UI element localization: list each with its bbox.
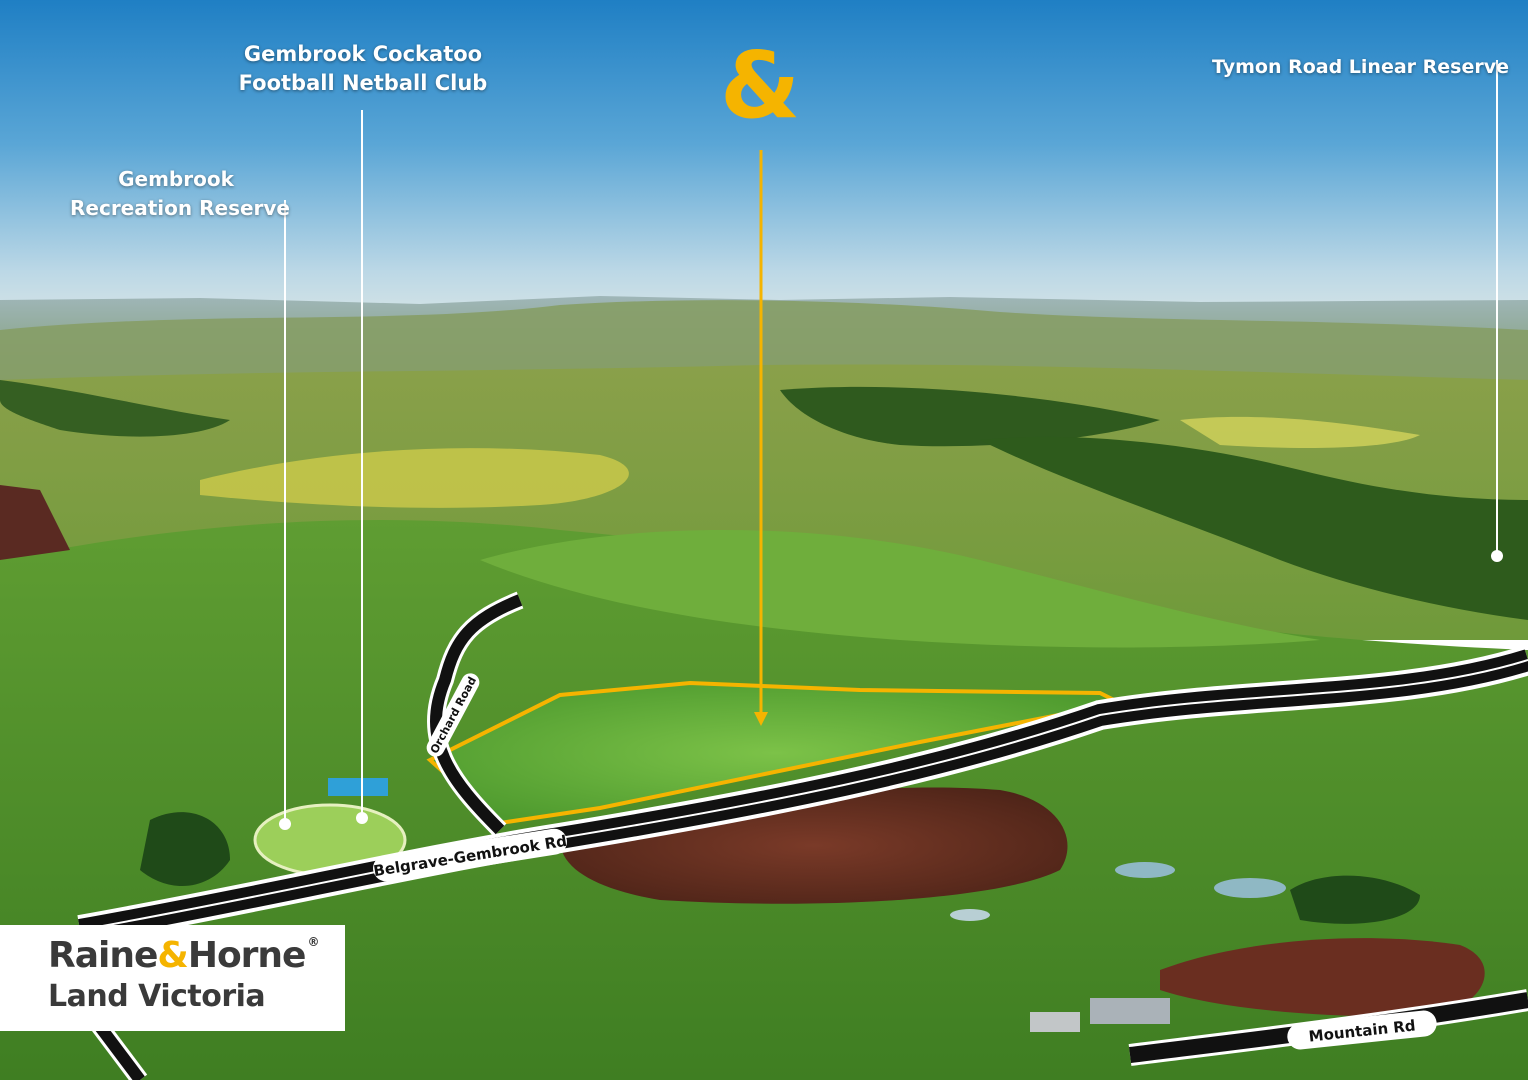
building xyxy=(1030,1012,1080,1032)
brand-name: Raine&Horne® xyxy=(48,935,319,976)
ampersand-logo-mark: & xyxy=(720,32,801,139)
label-club-line2: Football Netball Club xyxy=(238,71,488,95)
brand-subtitle: Land Victoria xyxy=(48,979,266,1014)
tree-cluster xyxy=(140,812,230,887)
brand-reg-mark: ® xyxy=(307,935,319,949)
label-club-line1: Gembrook Cockatoo xyxy=(243,42,483,66)
property-parcel xyxy=(426,680,1127,826)
sunlit-field xyxy=(1180,416,1420,448)
leader-arrow-property xyxy=(754,712,768,726)
pond xyxy=(1115,862,1175,878)
tree-band xyxy=(0,380,230,437)
pond xyxy=(1214,878,1286,898)
leader-dot-recreation xyxy=(279,818,291,830)
label-recreation-line2: Recreation Reserve xyxy=(70,196,290,220)
sky xyxy=(0,0,1528,320)
brand-name-amp: & xyxy=(157,935,188,976)
tree-band xyxy=(780,386,1160,447)
building xyxy=(1090,998,1170,1024)
ploughed-field xyxy=(0,485,70,560)
leader-dot-club xyxy=(356,812,368,824)
label-club: Gembrook Cockatoo Football Netball Club xyxy=(232,40,494,98)
green-hill xyxy=(480,530,1320,648)
brand-name-part1: Raine xyxy=(48,935,158,976)
tree-band xyxy=(980,436,1528,620)
label-tymon: Tymon Road Linear Reserve xyxy=(1212,56,1509,78)
ploughed-field xyxy=(1160,938,1485,1017)
brand-name-part2: Horne xyxy=(187,935,307,976)
label-recreation-line1: Gembrook xyxy=(118,167,234,191)
road-orchard-core xyxy=(430,594,523,835)
brand-logo-box: Raine&Horne® Land Victoria xyxy=(0,925,345,1031)
leader-dot-tymon xyxy=(1491,550,1503,562)
label-recreation: Gembrook Recreation Reserve xyxy=(70,165,290,223)
pond xyxy=(950,909,990,921)
sunlit-field xyxy=(200,448,629,508)
tree-cluster xyxy=(1290,875,1420,924)
road-belgrave-gembrook-lane xyxy=(79,659,1528,931)
netball-courts xyxy=(328,778,388,796)
